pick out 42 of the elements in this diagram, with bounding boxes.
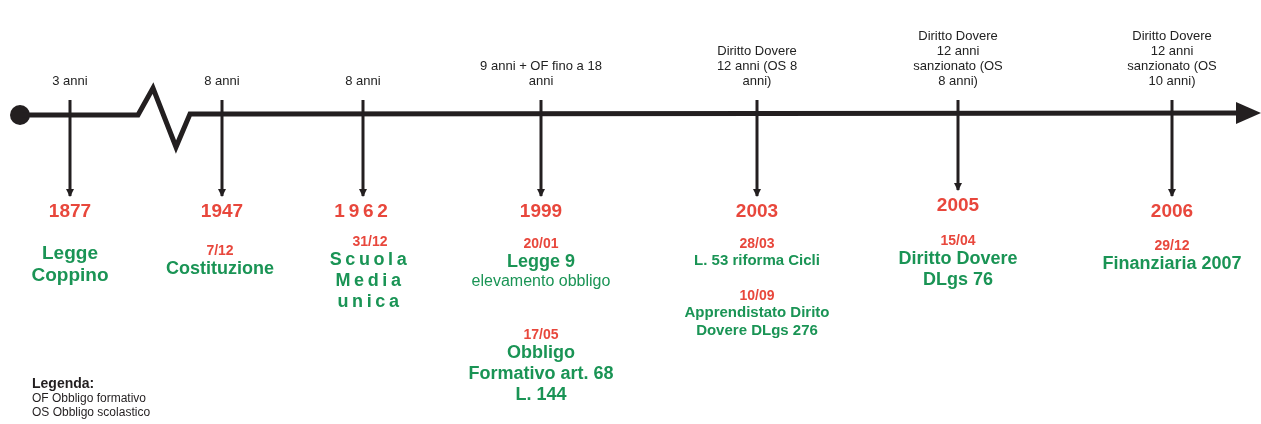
event-title: Costituzione [166, 258, 274, 279]
year-text: 2005 [908, 194, 1008, 216]
legend-title: Legenda: [32, 376, 96, 391]
legend-entry: OF Obbligo formativo [32, 391, 148, 405]
arrow [359, 100, 367, 197]
date-text: 7/12 [206, 242, 234, 258]
date-text: 17/05 [523, 326, 559, 342]
duration-text: 3 anni [25, 73, 115, 88]
year-text: 1877 [20, 200, 120, 222]
date-text: 10/09 [739, 287, 775, 303]
arrow [218, 100, 226, 197]
event-title: Legge 9 [507, 251, 575, 272]
year-text: 2003 [707, 200, 807, 222]
duration-text: Diritto Dovere 12 anni (OS 8 anni) [711, 43, 803, 88]
duration-text: 9 anni + OF fino a 18 anni [476, 58, 606, 88]
duration-text: Diritto Dovere 12 anni sanzionato (OS 8 anni) [912, 28, 1004, 88]
event-title: Finanziaria 2007 [1102, 253, 1242, 274]
year-text: 2006 [1122, 200, 1222, 222]
duration-text: Diritto Dovere 12 anni sanzionato (OS 10 anni) [1126, 28, 1218, 88]
duration-text: 8 anni [177, 73, 267, 88]
event-title: Obbligo Formativo art. 68 L. 144 [467, 342, 615, 405]
event-title: L. 53 riforma Cicli [694, 251, 820, 269]
event-title: Legge Coppino [30, 242, 110, 286]
event-title: Diritto Dovere DLgs 76 [897, 248, 1019, 290]
event-title: Apprendistato Dirito Dovere DLgs 276 [683, 303, 831, 339]
date-text: 31/12 [352, 233, 388, 249]
date-text: 29/12 [1154, 237, 1190, 253]
event-subtitle: elevamento obbligo [471, 272, 611, 290]
year-text: 1999 [491, 200, 591, 222]
year-text: 1962 [313, 200, 413, 222]
arrow [753, 100, 761, 197]
date-text: 15/04 [940, 232, 976, 248]
event-title: Scuola Media unica [328, 249, 412, 312]
year-text: 1947 [172, 200, 272, 222]
arrow [537, 100, 545, 197]
legend-entry: OS Obbligo scolastico [32, 405, 151, 419]
arrow [954, 100, 962, 191]
arrow [1168, 100, 1176, 197]
arrow [66, 100, 74, 197]
date-text: 28/03 [739, 235, 775, 251]
duration-text: 8 anni [318, 73, 408, 88]
date-text: 20/01 [523, 235, 559, 251]
